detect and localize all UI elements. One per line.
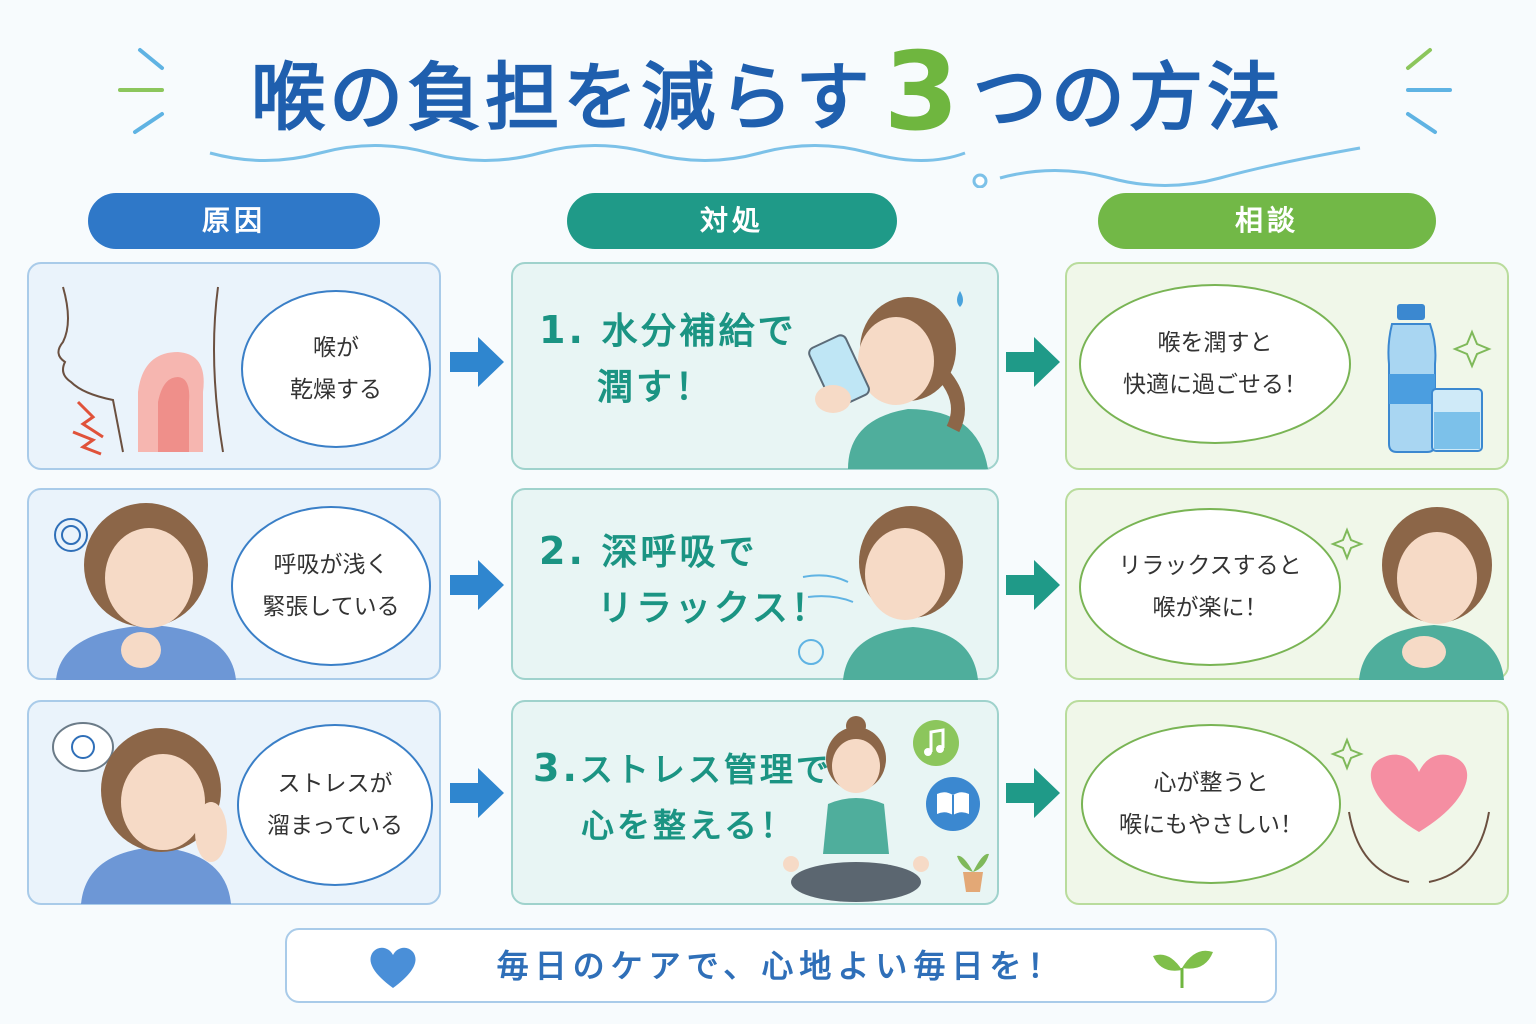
title-number: 3 (883, 30, 963, 155)
consult-card-1: 喉を潤すと 快適に過ごせる！ (1065, 262, 1509, 470)
relaxed-woman-illustration (1330, 507, 1504, 680)
arrow-right-icon (450, 337, 504, 387)
tense-woman-illustration (54, 503, 236, 680)
cause-bubble-1: 喉が 乾燥する (241, 290, 431, 448)
consult-card-3: 心が整うと 喉にもやさしい！ (1065, 700, 1509, 905)
heart-icon (370, 947, 416, 988)
cause-bubble-3: ストレスが 溜まっている (237, 724, 433, 886)
column-header-consult: 相談 (1098, 193, 1436, 249)
footer-banner: 毎日のケアで、心地よい毎日を！ (285, 928, 1277, 1003)
bubble-text-line2: 快適に過ごせる！ (1123, 372, 1307, 398)
action-text-1: 1. 水分補給で 潤す！ (539, 308, 797, 408)
water-bottle-and-glass-illustration (1387, 304, 1492, 453)
book-icon (926, 777, 980, 831)
action-card-3: 3.ストレス管理で 心を整える！ (511, 700, 999, 905)
woman-deep-breathing-illustration (798, 506, 978, 680)
bubble-text-line2: 緊張している (262, 594, 400, 620)
action-text-3: 3.ストレス管理で 心を整える！ (533, 746, 832, 845)
meditating-woman-illustration (783, 716, 929, 902)
cause-card-2: 呼吸が浅く 緊張している (27, 488, 441, 680)
cause-card-1: 喉が 乾燥する (27, 262, 441, 470)
action-card-2: 2. 深呼吸で リラックス！ (511, 488, 999, 680)
music-note-icon (913, 720, 959, 766)
footer-message: 毎日のケアで、心地よい毎日を！ (496, 947, 1066, 985)
bubble-text-line2: 乾燥する (290, 377, 382, 403)
sprout-icon (1153, 950, 1213, 988)
action-card-1: 1. 水分補給で 潤す！ (511, 262, 999, 470)
stressed-woman-illustration (52, 722, 231, 904)
title-wave-underline (209, 144, 1361, 188)
bubble-text-line1: 呼吸が浅く (273, 552, 389, 578)
arrow-right-icon (1006, 768, 1060, 818)
plant-icon (957, 853, 989, 892)
dry-throat-illustration (57, 286, 224, 456)
bubble-text-line1: 喉が (313, 335, 359, 361)
title-decoration-left (118, 48, 164, 134)
bubble-text-line1: リラックスすると (1118, 553, 1302, 579)
column-header-action: 対処 (567, 193, 897, 249)
action-text-2: 2. 深呼吸で リラックス！ (539, 529, 830, 629)
consult-card-2: リラックスすると 喉が楽に！ (1065, 488, 1509, 680)
bubble-text-line2: 喉にもやさしい！ (1119, 812, 1303, 838)
title-decoration-right (1406, 48, 1452, 134)
arrow-right-icon (1006, 337, 1060, 387)
arrow-right-icon (1006, 560, 1060, 610)
cause-card-3: ストレスが 溜まっている (27, 700, 441, 905)
heart-in-hands-illustration (1330, 737, 1490, 883)
arrow-right-icon (450, 560, 504, 610)
bubble-text-line1: ストレスが (277, 771, 393, 797)
cause-bubble-2: 呼吸が浅く 緊張している (231, 506, 431, 666)
column-header-cause: 原因 (88, 193, 380, 249)
consult-bubble-1: 喉を潤すと 快適に過ごせる！ (1079, 284, 1351, 444)
bubble-text-line2: 溜まっている (267, 813, 403, 839)
woman-drinking-water-illustration (808, 291, 988, 469)
consult-bubble-3: 心が整うと 喉にもやさしい！ (1081, 724, 1341, 884)
bubble-text-line2: 喉が楽に！ (1152, 595, 1268, 621)
bubble-text-line1: 喉を潤すと (1157, 330, 1273, 356)
consult-bubble-2: リラックスすると 喉が楽に！ (1079, 508, 1341, 666)
arrow-right-icon (450, 768, 504, 818)
bubble-text-line1: 心が整うと (1153, 770, 1269, 796)
